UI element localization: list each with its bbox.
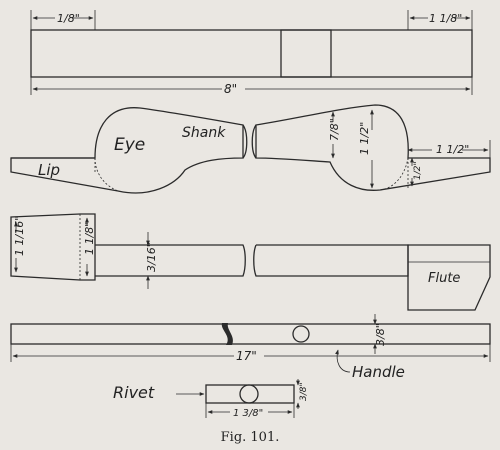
- rivet-view: Rivet 3/8" 1 3/8": [113, 379, 309, 419]
- dim-lip-right: 1 1/2": [436, 143, 469, 156]
- hatched-section: [280, 29, 332, 78]
- rivet-bar: [205, 384, 295, 404]
- tong-plan-view: 1 1/2" 7/8" 1 1/2" 1/2" Eye Shank Lip: [10, 104, 491, 194]
- flute-block: [407, 244, 491, 311]
- stock-bar-view: 1/8" 1 1/8" 8": [30, 10, 473, 96]
- label-lip: Lip: [38, 161, 60, 179]
- tong-side-view: 1 1/16" 1 1/8" 3/16" Flute: [10, 213, 491, 311]
- dim-side-left-outer: 1 1/16": [13, 216, 26, 256]
- break-mark: [221, 323, 233, 345]
- rivet-circle: [239, 384, 259, 404]
- dim-lip-thickness: 1/2": [413, 161, 423, 180]
- dim-rivet-thickness: 3/8": [299, 382, 309, 401]
- dim-eye-inner: 7/8": [328, 118, 341, 141]
- label-rivet: Rivet: [113, 383, 155, 402]
- handle-view: 3/8" 17" Handle: [10, 314, 491, 381]
- label-handle: Handle: [352, 363, 405, 381]
- handle-bar: [10, 323, 491, 345]
- dim-eye-outer: 1 1/2": [358, 122, 371, 155]
- dim-shank-thickness: 3/16": [145, 242, 158, 272]
- stock-bar: [30, 29, 473, 78]
- figure-caption: Fig. 101.: [221, 430, 280, 445]
- dim-handle-length: 17": [236, 349, 257, 363]
- dim-top-left: 1/8": [57, 12, 80, 25]
- dim-side-left-inner: 1 1/8": [83, 222, 96, 255]
- dim-handle-thickness: 3/8": [374, 323, 387, 346]
- label-shank: Shank: [182, 125, 226, 141]
- dim-top-right: 1 1/8": [429, 12, 462, 25]
- dim-rivet-length: 1 3/8": [233, 408, 263, 419]
- label-eye: Eye: [114, 135, 145, 155]
- label-flute: Flute: [428, 271, 460, 286]
- left-jaw-outline: [10, 107, 244, 194]
- dim-top-length: 8": [224, 82, 237, 96]
- rivet-hole: [292, 325, 310, 343]
